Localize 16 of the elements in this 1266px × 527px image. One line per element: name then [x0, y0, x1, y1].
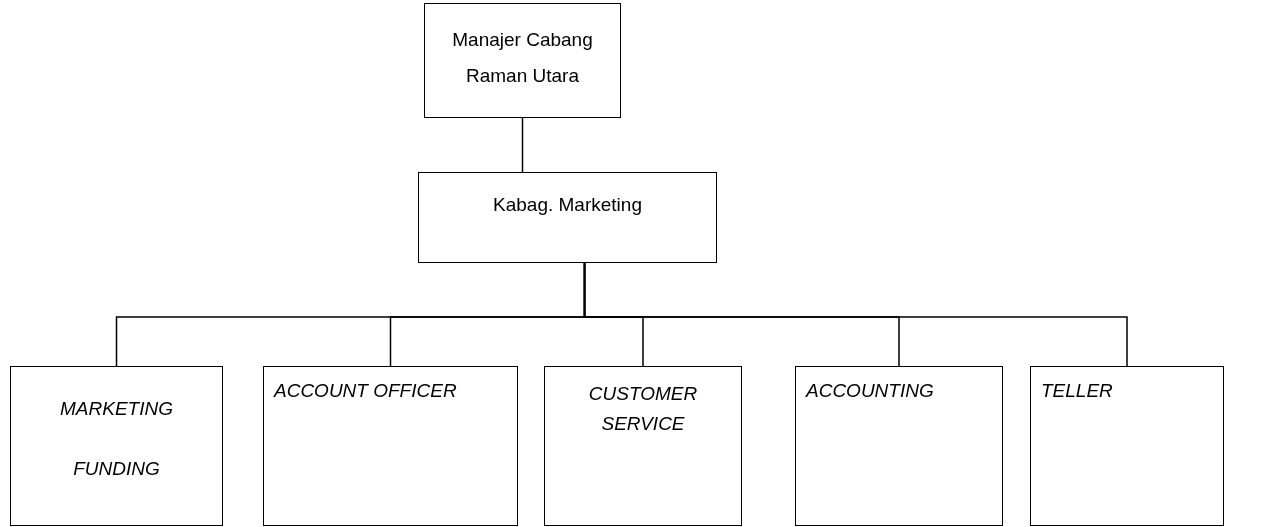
org-box	[795, 366, 1003, 526]
connector-line	[583, 262, 1128, 367]
org-box	[544, 366, 742, 526]
position-title: ACCOUNTING	[806, 379, 934, 403]
org-box	[418, 172, 717, 263]
org-box	[424, 3, 621, 118]
position-title: MARKETING FUNDING	[59, 397, 174, 481]
connector-line	[521, 117, 524, 173]
position-title: CUSTOMER SERVICE	[587, 382, 699, 436]
position-title: ACCOUNT OFFICER	[274, 379, 457, 403]
org-box	[1030, 366, 1224, 526]
position-title: Kabag. Marketing	[493, 193, 642, 217]
org-box	[10, 366, 223, 526]
position-title: Manajer Cabang Raman Utara	[451, 28, 594, 88]
position-title: TELLER	[1041, 379, 1113, 403]
org-box	[263, 366, 518, 526]
